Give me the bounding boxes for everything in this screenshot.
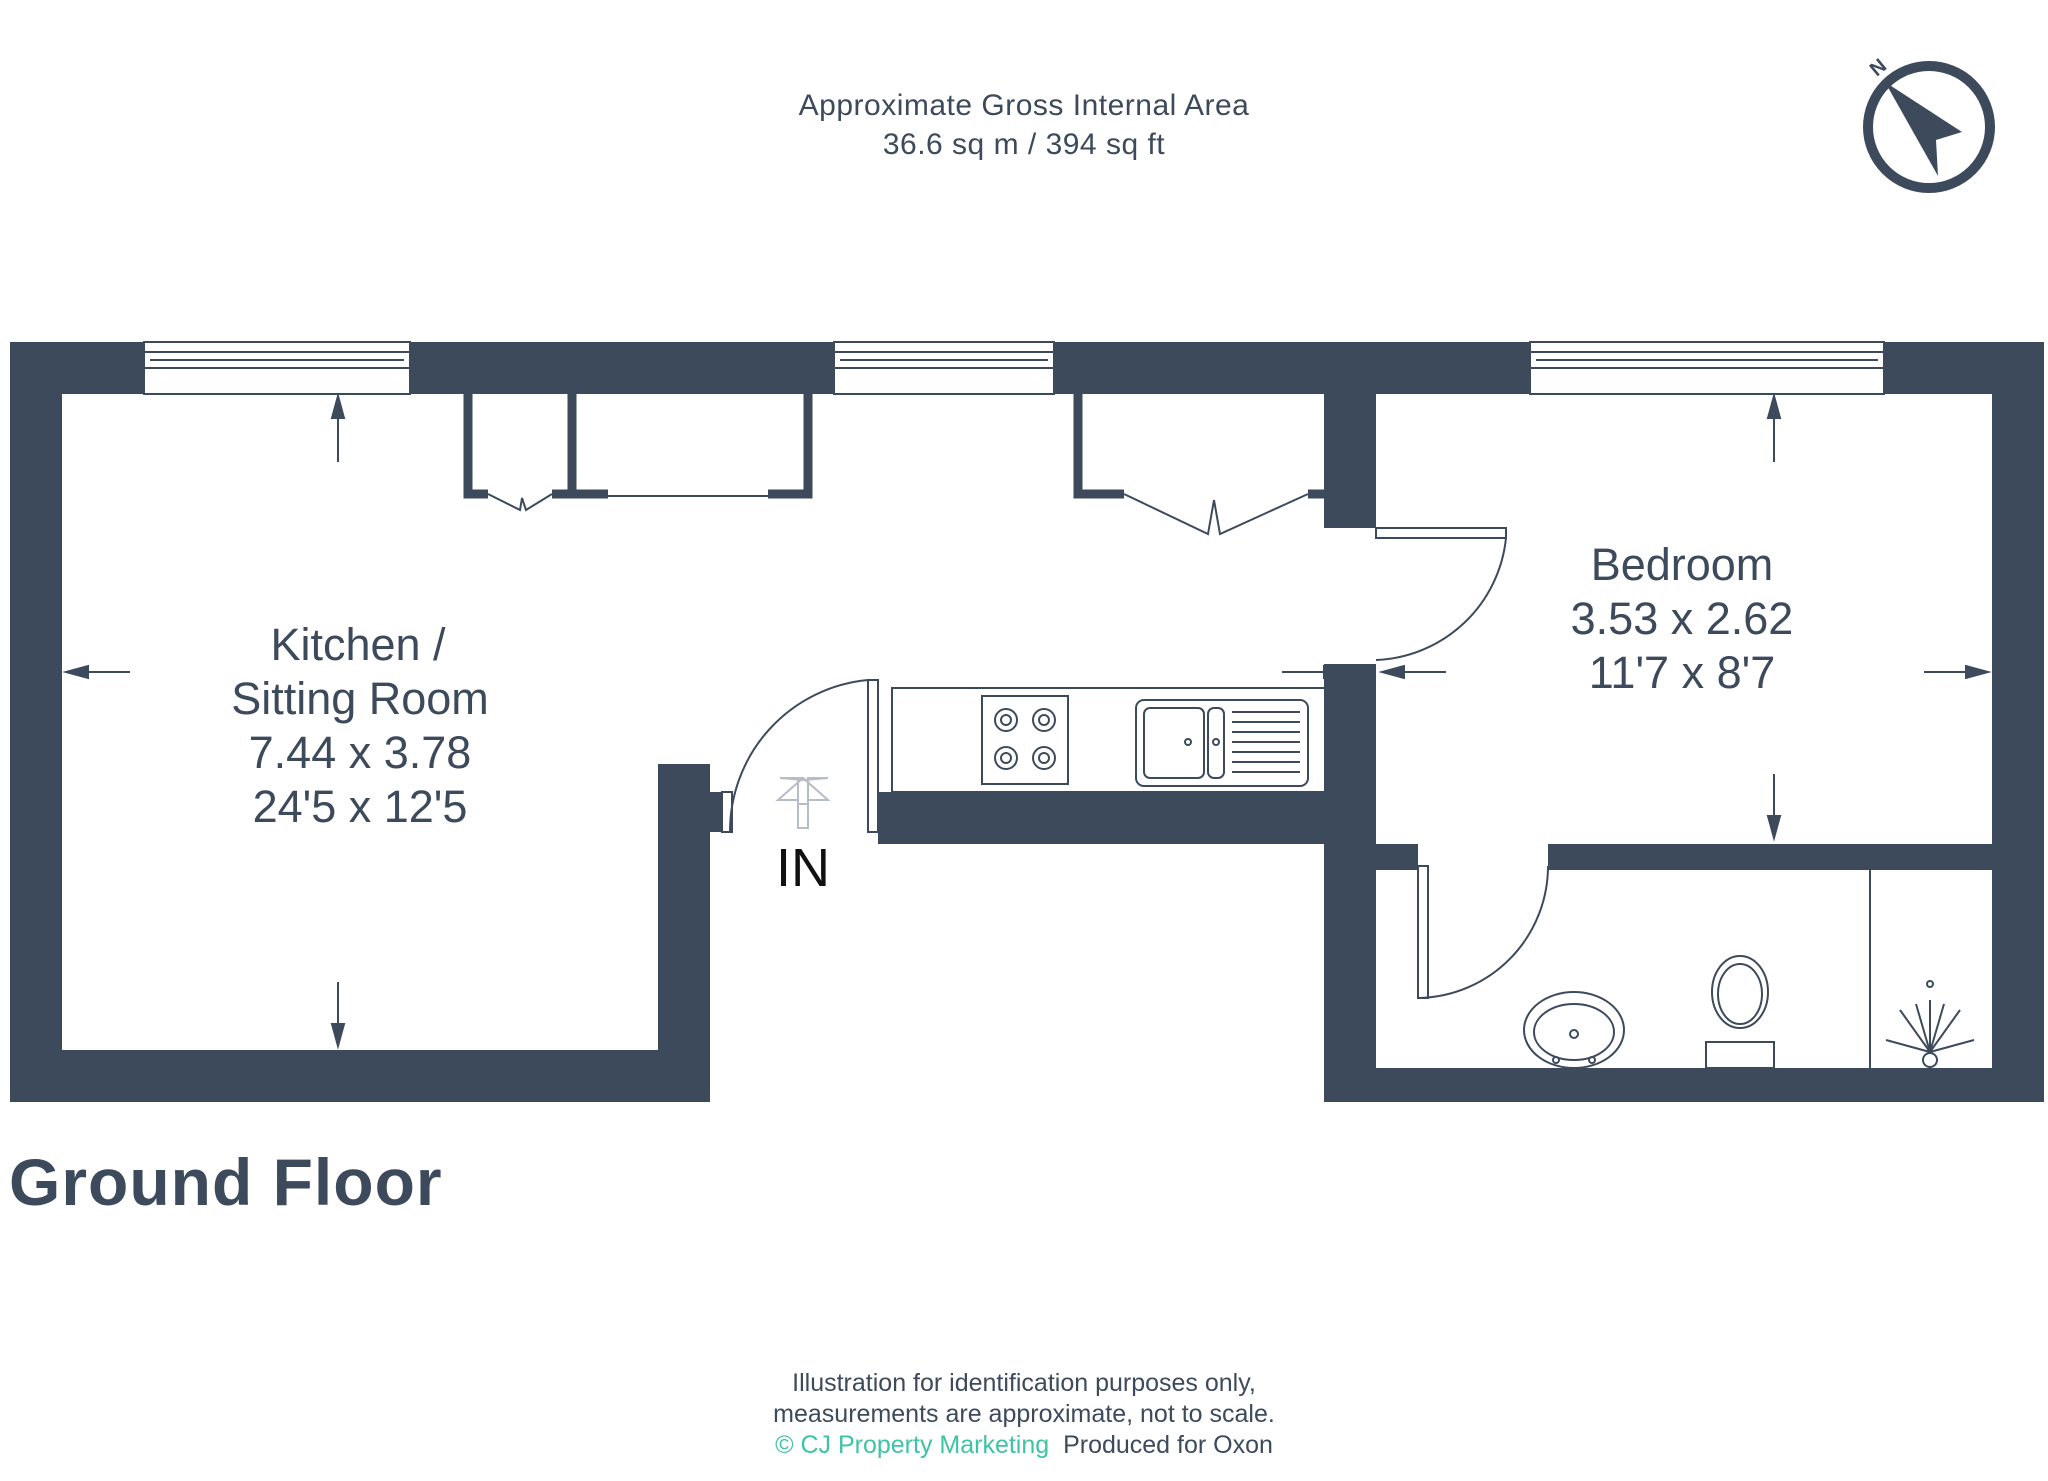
- gross-internal-area: Approximate Gross Internal Area 36.6 sq …: [0, 86, 2048, 164]
- kitchen-name-line2: Sitting Room: [231, 673, 489, 724]
- entrance-label: IN: [776, 838, 830, 898]
- hob-icon: [981, 695, 1069, 785]
- kitchen-label: Kitchen / Sitting Room 7.44 x 3.78 24'5 …: [231, 619, 489, 832]
- entrance-arrow-icon: [775, 776, 831, 829]
- bedroom-label: Bedroom 3.53 x 2.62 11'7 x 8'7: [1571, 539, 1794, 698]
- brand-credit: © CJ Property Marketing: [775, 1431, 1050, 1459]
- bedroom-imperial: 11'7 x 8'7: [1589, 647, 1775, 698]
- kitchen-metric: 7.44 x 3.78: [249, 727, 472, 778]
- disclaimer-line3: © CJ Property Marketing Produced for Oxo…: [0, 1430, 2048, 1461]
- shower-icon: [1885, 980, 1975, 1068]
- windows: [143, 341, 1885, 395]
- toilet-icon: [1711, 955, 1769, 1029]
- disclaimer: Illustration for identification purposes…: [0, 1368, 2048, 1461]
- sink-icon: [1135, 699, 1309, 787]
- dimension-arrows: [62, 392, 1992, 1050]
- bedroom-name: Bedroom: [1591, 539, 1774, 590]
- kitchen-imperial: 24'5 x 12'5: [253, 781, 468, 832]
- area-value: 36.6 sq m / 394 sq ft: [882, 128, 1166, 161]
- produced-for: Produced for Oxon: [1063, 1431, 1273, 1459]
- disclaimer-line2: measurements are approximate, not to sca…: [773, 1400, 1275, 1428]
- area-title: Approximate Gross Internal Area: [798, 89, 1250, 122]
- compass-icon: N: [1863, 55, 1995, 193]
- doors: [721, 527, 1549, 999]
- cupboards: [463, 394, 1355, 536]
- disclaimer-line1: Illustration for identification purposes…: [792, 1369, 1256, 1397]
- basin-icon: [1523, 991, 1625, 1069]
- kitchen-name-line1: Kitchen /: [270, 619, 446, 670]
- kitchen-worktop: [891, 687, 1349, 793]
- entrance-door: [867, 679, 879, 833]
- walls: [10, 342, 2044, 1102]
- bathroom-fittings: [1523, 870, 1975, 1069]
- bedroom-metric: 3.53 x 2.62: [1571, 593, 1794, 644]
- floor-label: Ground Floor: [9, 1145, 443, 1219]
